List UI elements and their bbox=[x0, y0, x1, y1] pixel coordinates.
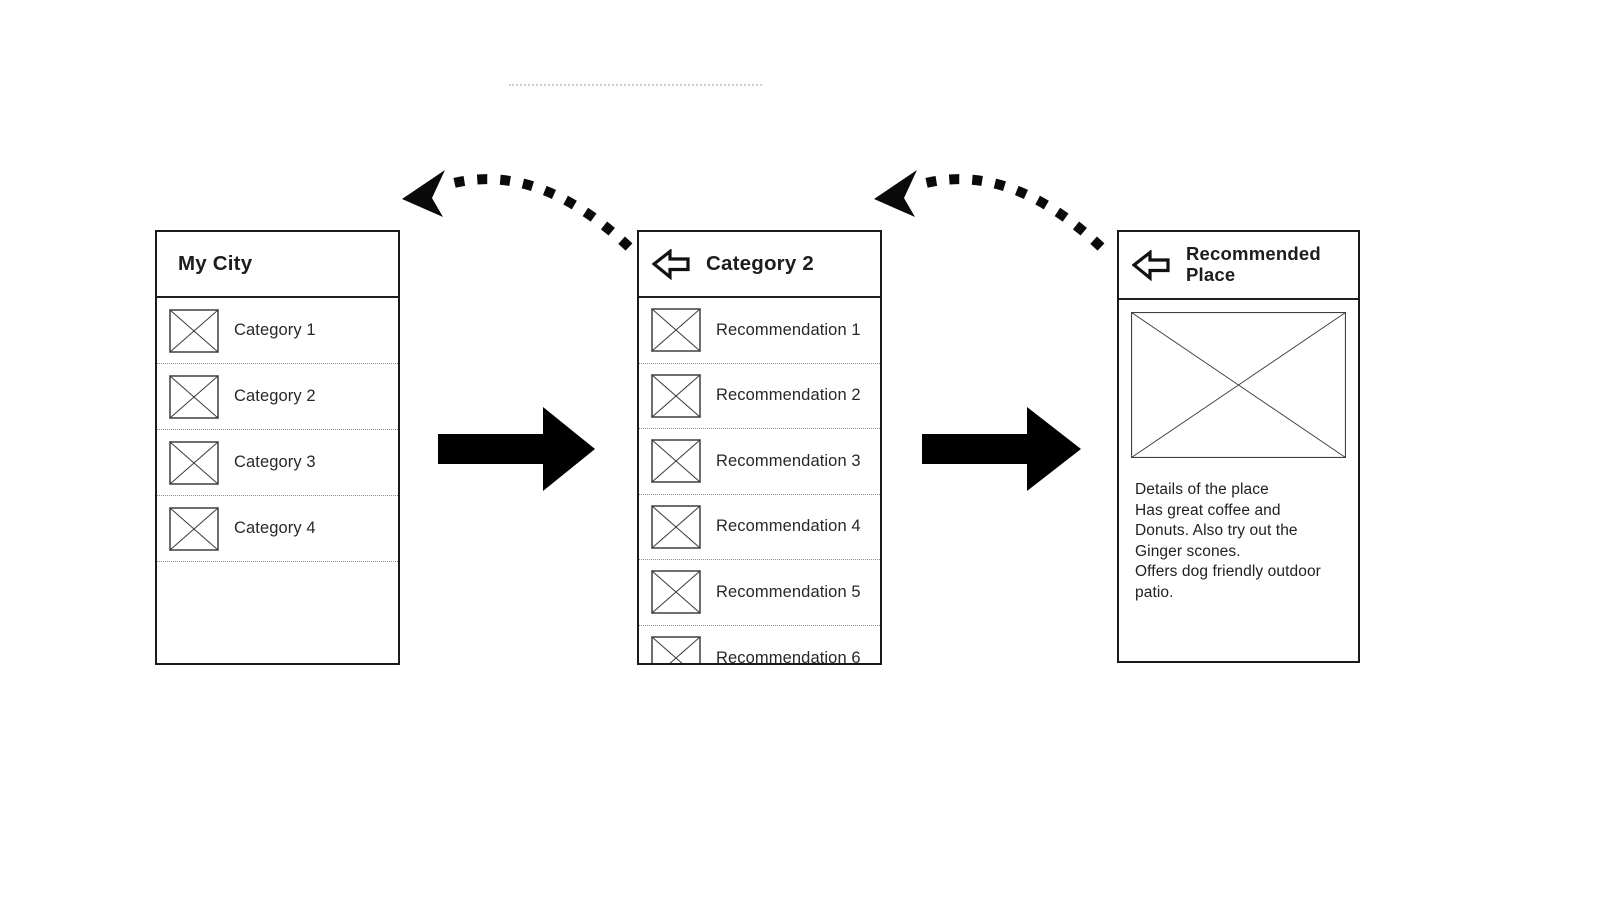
list-item-label: Category 4 bbox=[234, 519, 316, 537]
recommendation-list: Recommendation 1 Recommendation 2 Recomm… bbox=[639, 298, 880, 665]
image-placeholder-icon bbox=[651, 504, 701, 549]
image-placeholder-icon bbox=[651, 439, 701, 484]
screen-title: My City bbox=[178, 251, 253, 275]
list-item-recommendation-5[interactable]: Recommendation 5 bbox=[639, 560, 880, 626]
list-item-label: Recommendation 4 bbox=[716, 517, 861, 536]
image-placeholder-icon bbox=[651, 308, 701, 353]
screen-category-2-header: Category 2 bbox=[639, 232, 880, 298]
image-placeholder-icon bbox=[651, 636, 701, 663]
category-list: Category 1 Category 2 Category 3 Categor… bbox=[157, 298, 398, 562]
screen-my-city: My City Category 1 Category 2 Category 3… bbox=[155, 230, 400, 665]
place-details-text: Details of the place Has great coffee an… bbox=[1135, 480, 1346, 603]
details-line: Donuts. Also try out the bbox=[1135, 522, 1298, 539]
list-item-recommendation-6[interactable]: Recommendation 6 bbox=[639, 626, 880, 665]
back-arc-arrow-2 bbox=[874, 170, 1105, 251]
list-item-category-1[interactable]: Category 1 bbox=[157, 298, 398, 364]
back-arrow-icon[interactable] bbox=[1132, 249, 1171, 281]
image-placeholder-icon bbox=[169, 308, 219, 353]
forward-arrow-2 bbox=[922, 407, 1081, 491]
details-line: Offers dog friendly outdoor bbox=[1135, 563, 1321, 580]
forward-arrow-1 bbox=[438, 407, 595, 491]
details-line: Details of the place bbox=[1135, 481, 1269, 498]
list-item-recommendation-3[interactable]: Recommendation 3 bbox=[639, 429, 880, 495]
screen-my-city-header: My City bbox=[157, 232, 398, 298]
screen-category-2: Category 2 Recommendation 1 Recommendati… bbox=[637, 230, 882, 665]
image-placeholder-icon bbox=[169, 374, 219, 419]
details-line: patio. bbox=[1135, 583, 1174, 601]
list-item-label: Recommendation 5 bbox=[716, 582, 861, 601]
list-item-label: Recommendation 1 bbox=[716, 320, 861, 339]
list-item-label: Category 2 bbox=[234, 387, 316, 405]
hero-image-placeholder-icon bbox=[1131, 312, 1346, 458]
list-item-recommendation-4[interactable]: Recommendation 4 bbox=[639, 495, 880, 560]
image-placeholder-icon bbox=[169, 440, 219, 485]
image-placeholder-icon bbox=[651, 570, 701, 615]
list-item-label: Recommendation 3 bbox=[716, 451, 861, 470]
list-item-label: Category 3 bbox=[234, 453, 316, 471]
screen-title: Category 2 bbox=[706, 251, 814, 275]
back-arrow-icon[interactable] bbox=[652, 248, 691, 280]
details-line: Ginger scones. bbox=[1135, 542, 1241, 560]
list-item-recommendation-2[interactable]: Recommendation 2 bbox=[639, 364, 880, 429]
screen-recommended-place-header: Recommended Place bbox=[1119, 232, 1358, 300]
image-placeholder-icon bbox=[651, 373, 701, 418]
list-item-category-3[interactable]: Category 3 bbox=[157, 430, 398, 496]
details-line: Has great coffee and bbox=[1135, 501, 1281, 519]
screen-recommended-place: Recommended Place Details of the place H… bbox=[1117, 230, 1360, 663]
image-placeholder-icon bbox=[169, 506, 219, 551]
list-item-recommendation-1[interactable]: Recommendation 1 bbox=[639, 298, 880, 364]
screen-title: Recommended Place bbox=[1186, 243, 1321, 285]
faint-dotted-guide-line bbox=[509, 84, 762, 86]
list-item-category-2[interactable]: Category 2 bbox=[157, 364, 398, 430]
list-item-label: Category 1 bbox=[234, 321, 316, 339]
back-arc-arrow-1 bbox=[402, 170, 633, 251]
list-item-label: Recommendation 6 bbox=[716, 648, 861, 665]
list-item-category-4[interactable]: Category 4 bbox=[157, 496, 398, 562]
list-item-label: Recommendation 2 bbox=[716, 386, 861, 405]
